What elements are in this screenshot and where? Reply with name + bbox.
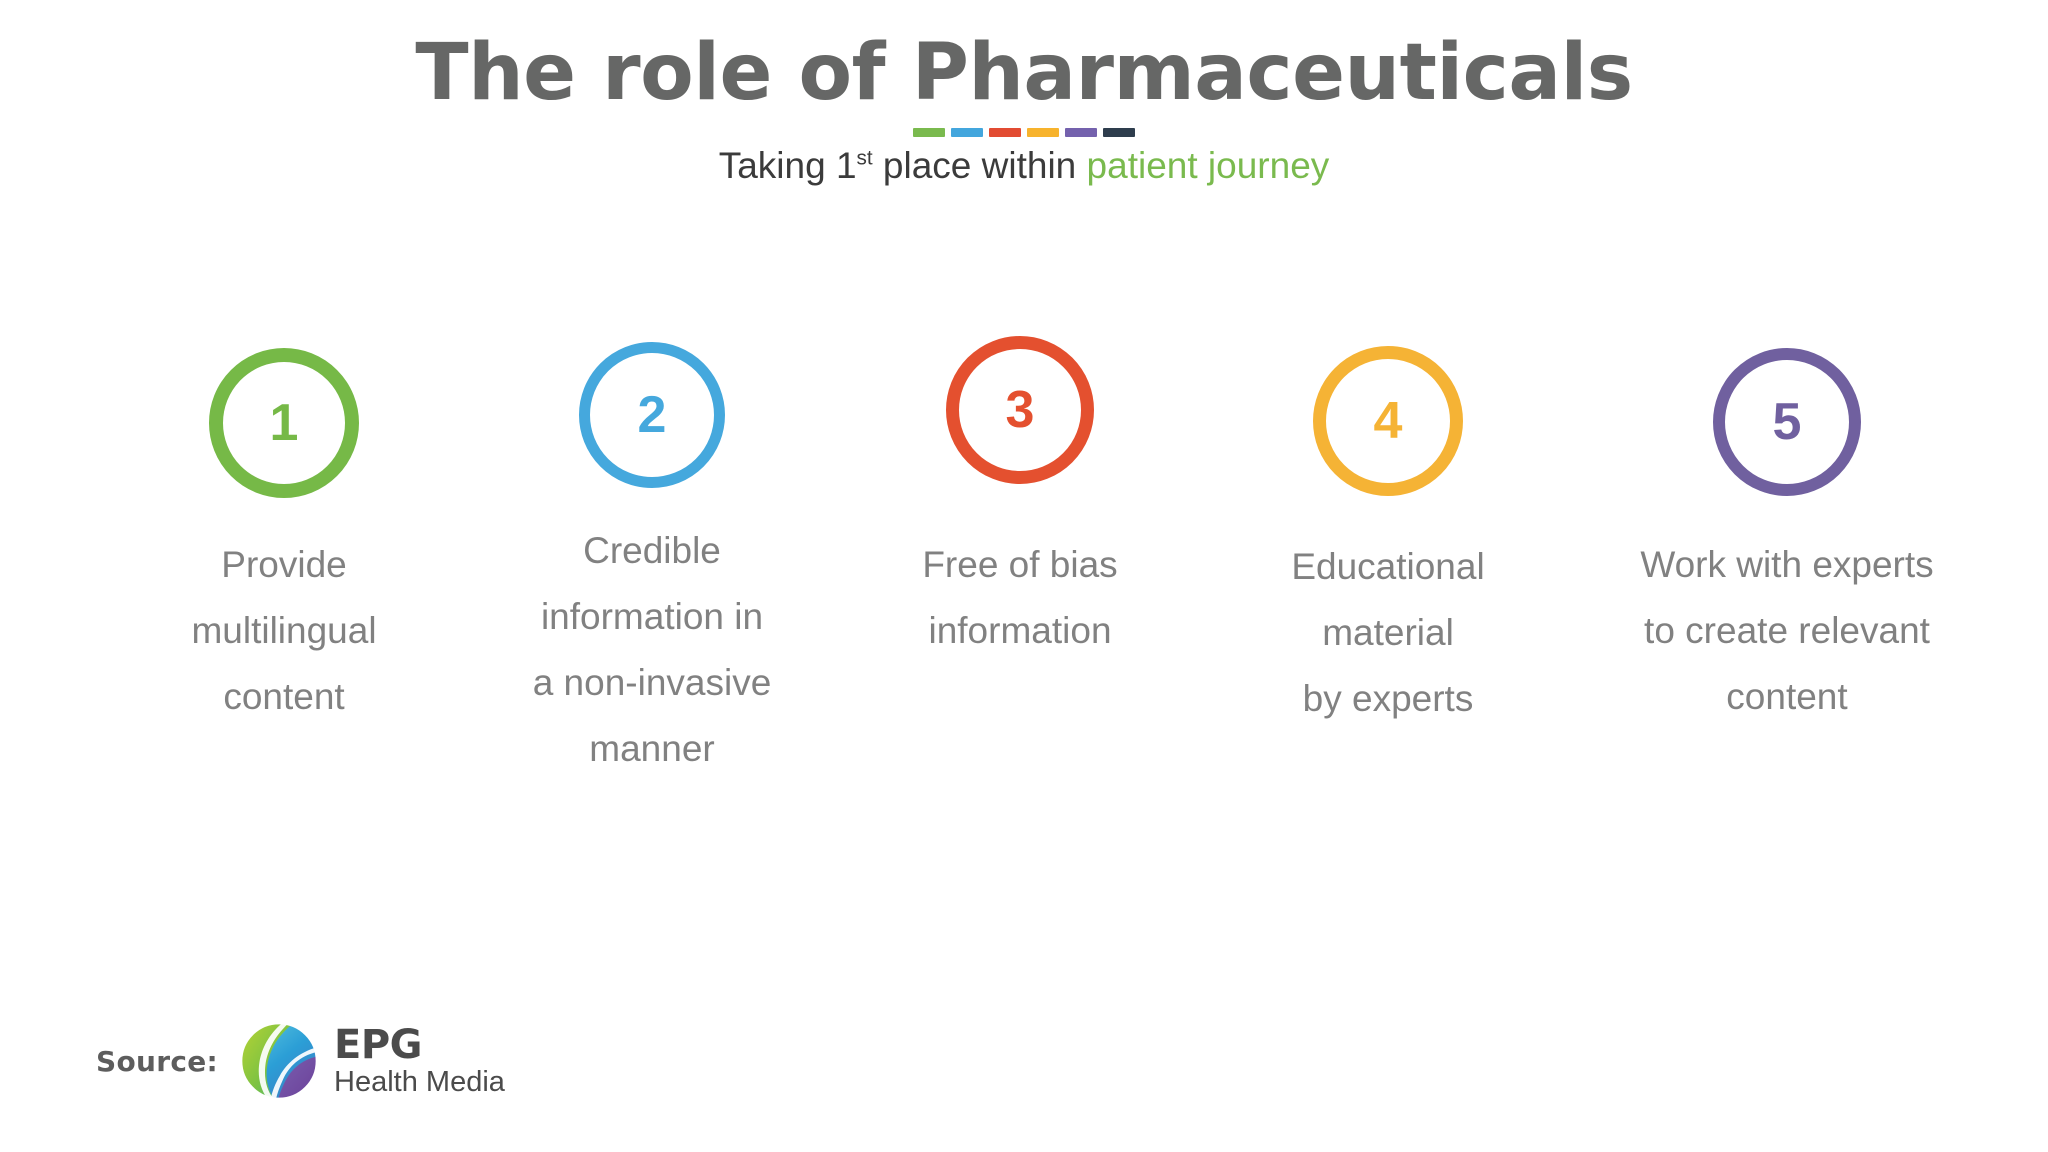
- step-number-2: 2: [637, 386, 667, 444]
- step-number-5: 5: [1772, 393, 1802, 451]
- steps-row: 1 Provide multilingual content 2 Credibl…: [0, 330, 2048, 781]
- subtitle-accent-text: patient journey: [1086, 145, 1330, 186]
- slide-header: The role of Pharmaceuticals Taking 1st p…: [0, 0, 2048, 187]
- step-number-4: 4: [1373, 392, 1403, 450]
- rule-dash-6: [1103, 128, 1135, 137]
- step-item-4: 4 Educational material by experts: [1204, 330, 1572, 732]
- rule-dash-5: [1065, 128, 1097, 137]
- rule-dash-1: [913, 128, 945, 137]
- epg-logo-name: EPG: [334, 1022, 423, 1068]
- rule-dash-2: [951, 128, 983, 137]
- color-rule-dashes: [908, 128, 1140, 137]
- page-subtitle: Taking 1st place within patient journey: [0, 145, 2048, 187]
- step-caption-4: Educational material by experts: [1291, 546, 1485, 719]
- epg-globe-icon: [240, 1022, 318, 1100]
- rule-dash-4: [1027, 128, 1059, 137]
- source-block: Source:: [96, 1022, 505, 1100]
- step-circle-3: 3: [946, 336, 1094, 484]
- step-caption-2: Credible information in a non-invasive m…: [532, 530, 772, 769]
- subtitle-prefix: Taking 1: [718, 145, 857, 186]
- subtitle-middle: place within: [872, 145, 1087, 186]
- step-caption-3: Free of bias information: [922, 544, 1118, 651]
- step-number-1: 1: [269, 394, 299, 452]
- step-item-3: 3 Free of bias information: [836, 330, 1204, 664]
- step-circle-5: 5: [1713, 348, 1861, 496]
- subtitle-ordinal-suffix: st: [856, 146, 873, 170]
- step-caption-5: Work with experts to create relevant con…: [1640, 544, 1934, 717]
- rule-dash-3: [989, 128, 1021, 137]
- step-number-3: 3: [1005, 381, 1035, 439]
- step-item-1: 1 Provide multilingual content: [100, 330, 468, 730]
- epg-logo: EPG Health Media: [240, 1022, 505, 1100]
- step-caption-1: Provide multilingual content: [191, 544, 377, 717]
- epg-logo-tagline: Health Media: [334, 1066, 505, 1098]
- step-item-2: 2 Credible information in a non-invasive…: [468, 330, 836, 781]
- step-item-5: 5 Work with experts to create relevant c…: [1572, 330, 2002, 730]
- step-circle-2: 2: [579, 342, 725, 488]
- source-label: Source:: [96, 1044, 219, 1078]
- epg-logo-text: EPG Health Media: [334, 1025, 505, 1097]
- step-circle-1: 1: [209, 348, 359, 498]
- page-title: The role of Pharmaceuticals: [415, 28, 1633, 118]
- step-circle-4: 4: [1313, 346, 1463, 496]
